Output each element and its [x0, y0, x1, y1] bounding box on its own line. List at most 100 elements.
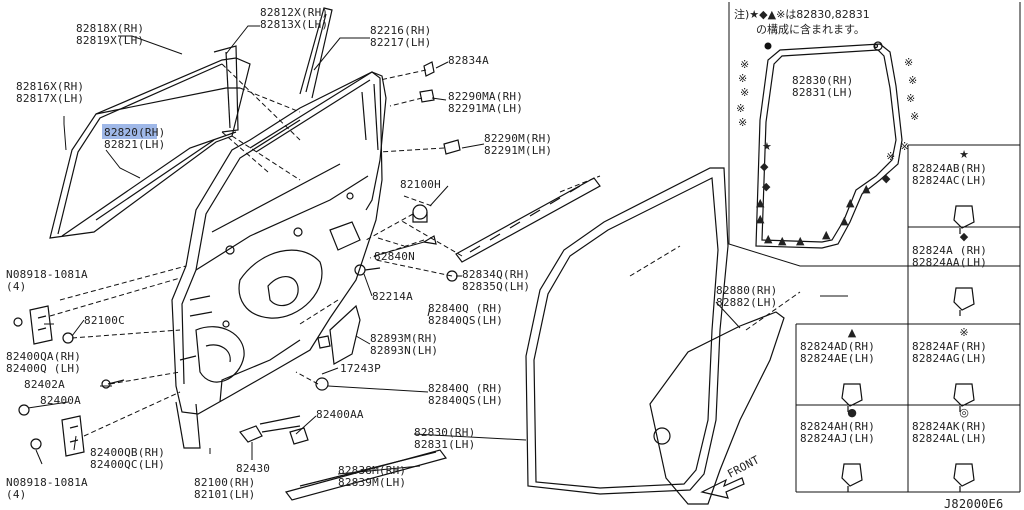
- mark-triangle-5: ▲: [822, 228, 831, 241]
- legend-3-line-2: 82824AE(LH): [800, 352, 875, 365]
- mark-triangle-8: ▲: [862, 182, 871, 195]
- callout-c3-line-1: 82216(RH): [370, 24, 431, 37]
- callout-c29-line-2: 82882(LH): [716, 296, 777, 309]
- callout-c17-line-2: 82400Q (LH): [6, 362, 81, 375]
- legend-symbol-2: ◆: [960, 230, 969, 243]
- legend-1-line-2: 82824AC(LH): [912, 174, 987, 187]
- callout-c28-line-1: 82100(RH): [194, 476, 255, 489]
- sealing-screen: [649, 311, 785, 505]
- note-line-2: の構成に含まれます。: [756, 22, 865, 36]
- front-direction-arrow: FRONT: [700, 453, 762, 499]
- callout-c20-line-2: 82840QS(LH): [428, 394, 503, 407]
- callout-c2-line-1: 82812X(RH): [260, 6, 328, 19]
- legend-3-line-1: 82824AD(RH): [800, 340, 875, 353]
- window-glass-group: [49, 45, 251, 239]
- callout-c23-line-1: 82830(RH): [414, 426, 475, 439]
- mark-kome-7: ※: [906, 92, 915, 105]
- weatherstrip-inset: 注)★◆▲※は82830,82831 の構成に含まれます。 ※※※※※※※※※※…: [728, 2, 1021, 267]
- callout-c27-line-2: (4): [6, 488, 26, 501]
- mark-triangle-3: ▲: [778, 234, 787, 247]
- callout-c7-line-1: 82820(RH): [104, 126, 165, 139]
- mark-kome-6: ※: [908, 74, 917, 87]
- clip-legend: ★82824AB(RH)82824AC(LH)◆82824A (RH)82824…: [795, 144, 1021, 493]
- callout-c6-line-1: 82816X(RH): [16, 80, 84, 93]
- callout-c27-line-1: N08918-1081A: [6, 476, 88, 489]
- legend-symbol-4: ※: [959, 326, 968, 339]
- callout-c30-line-2: 82831(LH): [792, 86, 853, 99]
- inset-marks: ※※※※※※※※※※※★◆◆◆▲▲▲▲▲▲▲▲▲: [736, 56, 919, 247]
- mark-kome-3: ※: [736, 102, 745, 115]
- callout-c22-line-1: 82400AA: [316, 408, 364, 421]
- hinges: [13, 61, 461, 457]
- callout-c16-line-1: 82893M(RH): [370, 332, 438, 345]
- mark-kome-2: ※: [740, 86, 749, 99]
- callout-c1-line-2: 82819X(LH): [76, 34, 144, 47]
- callout-c7-line-2: 82821(LH): [104, 138, 165, 151]
- callout-c4-line-1: 82834A: [448, 54, 489, 67]
- mark-diamond-2: ◆: [882, 172, 891, 185]
- callout-c15-line-1: 82100C: [84, 314, 125, 327]
- legend-1-line-1: 82824AB(RH): [912, 162, 987, 175]
- legend-clip-3: [841, 383, 863, 412]
- belt-moulding: [455, 177, 601, 263]
- callout-c25-line-1: 82430: [236, 462, 270, 475]
- note-line-1: 注)★◆▲※は82830,82831: [734, 7, 870, 21]
- legend-symbol-6: ◎: [959, 406, 969, 419]
- callout-c5-line-1: 82290MA(RH): [448, 90, 523, 103]
- callout-c30-line-1: 82830(RH): [792, 74, 853, 87]
- lower-trims: [175, 401, 448, 501]
- mark-kome-8: ※: [910, 110, 919, 123]
- diagram-code: J82000E6: [944, 497, 1003, 510]
- legend-clip-4: [953, 383, 975, 412]
- callout-c8-line-2: 82291M(LH): [484, 144, 552, 157]
- legend-clip-6: [953, 463, 975, 492]
- mark-diamond-1: ◆: [762, 180, 771, 193]
- callout-c3-line-2: 82217(LH): [370, 36, 431, 49]
- dashed-leaders: [49, 63, 801, 437]
- callout-c24-line-1: 82400QB(RH): [90, 446, 165, 459]
- legend-6-line-2: 82824AL(LH): [912, 432, 987, 445]
- mark-star: ★: [762, 140, 772, 153]
- mark-kome-5: ※: [904, 56, 913, 69]
- callout-c14-line-1: 82840Q (RH): [428, 302, 503, 315]
- callout-c23-line-2: 82831(LH): [414, 438, 475, 451]
- mark-kome-9: ※: [900, 140, 909, 153]
- callout-c6-line-2: 82817X(LH): [16, 92, 84, 105]
- callout-c14-line-2: 82840QS(LH): [428, 314, 503, 327]
- callout-c26-line-1: 82838M(RH): [338, 464, 406, 477]
- mark-kome-10: ※: [886, 150, 895, 163]
- callout-c17-line-1: 82400QA(RH): [6, 350, 81, 363]
- legend-symbol-3: ▲: [848, 326, 857, 339]
- callout-c21-line-1: 82400A: [40, 394, 81, 407]
- mark-triangle-6: ▲: [840, 214, 849, 227]
- callout-c19-line-1: 82402A: [24, 378, 65, 391]
- callout-c5-line-2: 82291MA(LH): [448, 102, 523, 115]
- legend-4-line-2: 82824AG(LH): [912, 352, 987, 365]
- trim-panel: [329, 304, 361, 365]
- callout-c8-line-1: 82290M(RH): [484, 132, 552, 145]
- callout-c18-line-1: 17243P: [340, 362, 381, 375]
- callout-c11-line-1: 82834Q(RH): [462, 268, 530, 281]
- callout-c12-line-1: N08918-1081A: [6, 268, 88, 281]
- legend-clip-1: [953, 205, 975, 234]
- door-weatherstrip: [525, 167, 729, 495]
- callout-c10-line-1: 82840N: [374, 250, 415, 263]
- mark-triangle-0: ▲: [756, 196, 765, 209]
- legend-5-line-2: 82824AJ(LH): [800, 432, 875, 445]
- legend-clip-5: [841, 463, 863, 492]
- legend-5-line-1: 82824AH(RH): [800, 420, 875, 433]
- mark-kome-4: ※: [738, 116, 747, 129]
- legend-2-line-1: 82824A (RH): [912, 244, 987, 257]
- callout-c1-line-1: 82818X(RH): [76, 22, 144, 35]
- highlight-82820: [102, 124, 157, 139]
- legend-symbol-1: ★: [959, 148, 969, 161]
- callout-c9-line-1: 82100H: [400, 178, 441, 191]
- part-labels: 82818X(RH)82819X(LH)82812X(RH)82813X(LH)…: [6, 6, 853, 501]
- callout-c16-line-2: 82893N(LH): [370, 344, 438, 357]
- callout-c20-line-1: 82840Q (RH): [428, 382, 503, 395]
- mark-triangle-2: ▲: [764, 232, 773, 245]
- callout-c11-line-2: 82835Q(LH): [462, 280, 530, 293]
- mark-triangle-4: ▲: [796, 234, 805, 247]
- legend-4-line-1: 82824AF(RH): [912, 340, 987, 353]
